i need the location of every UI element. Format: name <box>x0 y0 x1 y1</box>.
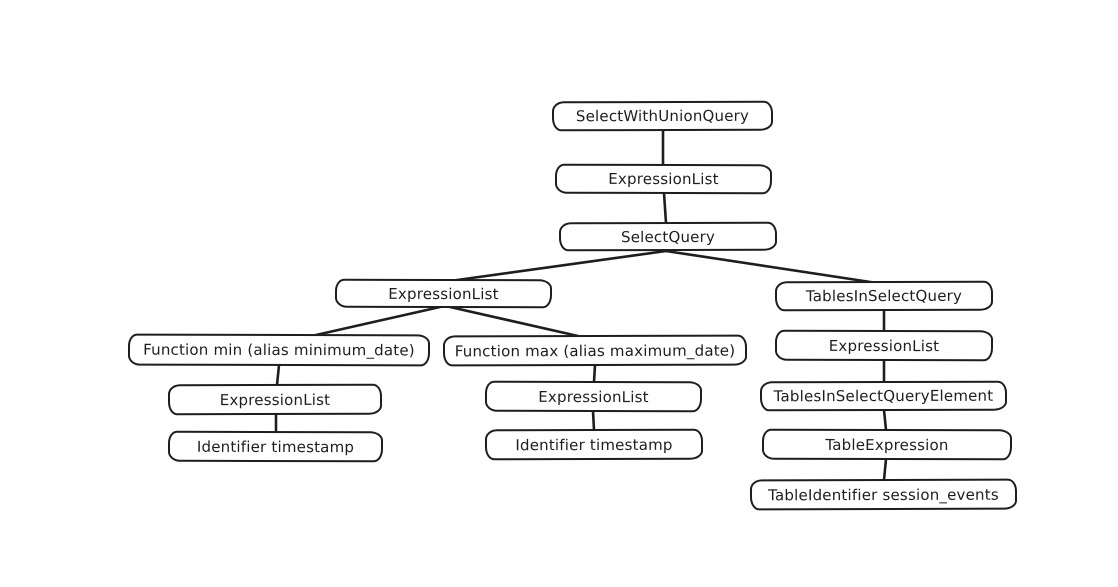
node-expression-list-min: ExpressionList <box>167 383 383 416</box>
node-expression-list-root: ExpressionList <box>554 163 773 195</box>
node-table-expression: TableExpression <box>761 428 1013 461</box>
node-select-query: SelectQuery <box>558 221 778 252</box>
edge-selectquery-tablesinselectquery <box>664 249 879 285</box>
node-function-max: Function max (alias maximum_date) <box>442 334 748 367</box>
node-expression-list-select: ExpressionList <box>334 278 553 309</box>
node-identifier-timestamp-min: Identifier timestamp <box>167 430 384 463</box>
node-function-min: Function min (alias minimum_date) <box>127 333 431 367</box>
edge-expressionlist-function-max <box>448 305 580 338</box>
node-tables-in-select-query-element: TablesInSelectQueryElement <box>759 380 1008 412</box>
node-identifier-timestamp-max: Identifier timestamp <box>484 428 704 461</box>
edge-tablesinselectqueryelement-tableexpression <box>882 408 888 432</box>
edge-tableexpression-tableidentifier <box>882 457 888 482</box>
edge-expressionlist-identifier-timestamp-mid <box>591 409 596 432</box>
node-select-with-union-query: SelectWithUnionQuery <box>551 100 774 132</box>
edge-function-max-expressionlist <box>592 363 597 384</box>
edge-function-min-expressionlist <box>275 363 281 387</box>
edge-expressionlist-selectquery <box>662 191 668 225</box>
edge-selectquery-expressionlist-left <box>448 249 668 283</box>
node-table-identifier-session-events: TableIdentifier session_events <box>749 478 1018 511</box>
node-expression-list-max: ExpressionList <box>484 380 703 413</box>
node-expression-list-tables: ExpressionList <box>774 329 994 362</box>
edge-expressionlist-function-min <box>314 305 442 337</box>
node-tables-in-select-query: TablesInSelectQuery <box>774 280 994 312</box>
